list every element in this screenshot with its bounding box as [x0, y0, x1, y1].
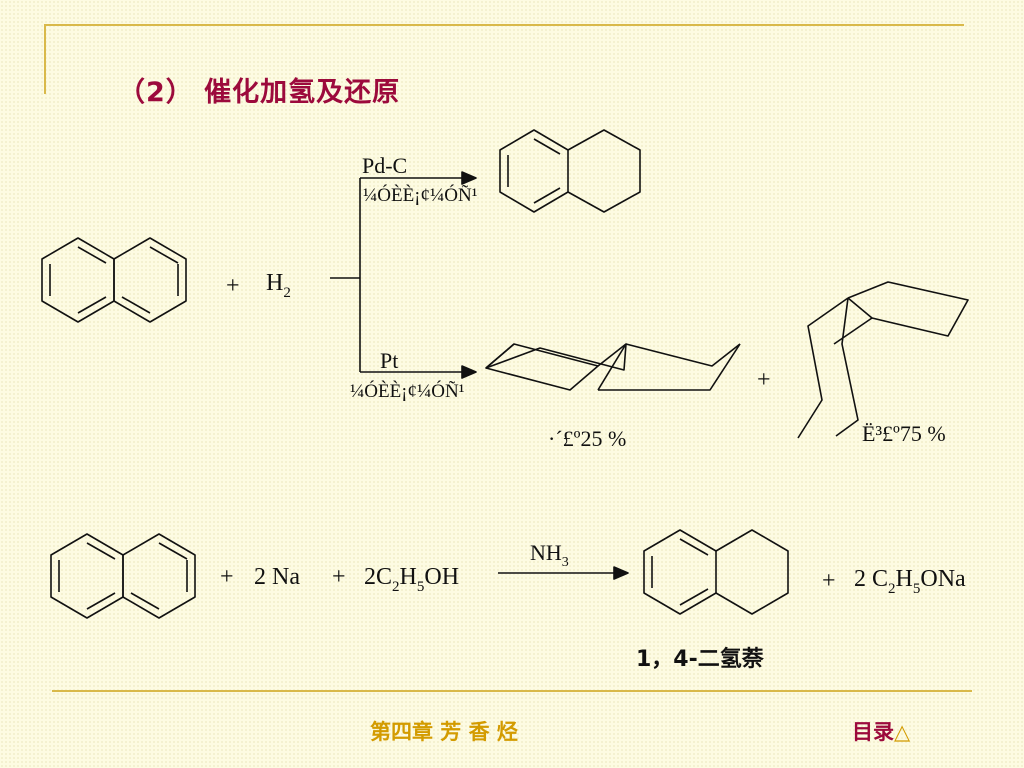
tetralin-structure [499, 129, 641, 213]
trans-decalin-structure [485, 343, 741, 391]
trans-yield-label: ·´£º25 % [548, 426, 626, 451]
plus-sign-1: + [220, 564, 234, 590]
cis-yield-label: Ë³£º75 % [862, 421, 946, 446]
catalyst-pt-label: Pt [380, 348, 398, 373]
catalyst-pd-c-label: Pd-C [362, 153, 407, 178]
dihydronaphthalene-structure [643, 529, 789, 615]
sodium-label: 2 Na [254, 564, 300, 590]
h2-plus-sign: + [226, 273, 240, 299]
slide-title: （2） 催化加氢及还原 [118, 77, 401, 108]
plus-sign-2: + [332, 564, 346, 590]
decalin-plus-sign: + [757, 367, 771, 393]
ethanol-label: 2C2H5OH [364, 564, 459, 595]
product-name-label: 1，4-二氢萘 [636, 646, 765, 672]
toc-link[interactable]: 目录 [852, 720, 894, 744]
sodium-ethoxide-label: 2 C2H5ONa [854, 566, 966, 597]
naphthalene-structure-1 [41, 237, 187, 323]
left-border-line [44, 24, 46, 94]
reaction-arrow-nh3 [498, 566, 629, 580]
reaction-branch-bracket [330, 171, 477, 379]
footer-divider-line [52, 690, 972, 692]
triangle-icon[interactable]: △ [894, 720, 911, 744]
chapter-footer: 第四章 芳 香 烃 [370, 720, 518, 744]
plus-sign-3: + [822, 568, 836, 594]
conditions-top-label: ¼ÓÈÈ¡¢¼ÓÑ¹ [363, 184, 478, 206]
naphthalene-structure-2 [50, 533, 196, 619]
conditions-bottom-label: ¼ÓÈÈ¡¢¼ÓÑ¹ [350, 380, 465, 402]
nh3-label: NH3 [530, 540, 569, 570]
cis-decalin-structure [797, 281, 969, 439]
h2-label: H2 [266, 270, 291, 301]
top-border-line [44, 24, 964, 26]
toc-nav[interactable]: 目录△ [852, 716, 910, 746]
